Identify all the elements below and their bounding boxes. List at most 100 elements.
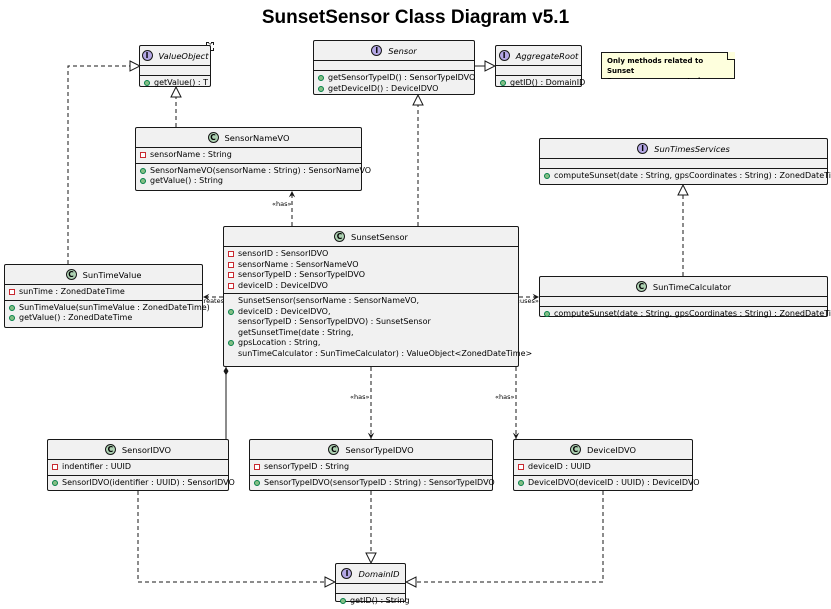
field-text: deviceID : DeviceIDVO: [238, 280, 328, 290]
private-visibility-icon: [228, 261, 234, 268]
note-line-1: Only methods related to Sunset: [607, 57, 704, 75]
class-icon: C: [635, 281, 647, 292]
public-visibility-icon: [544, 311, 550, 317]
method-row: sensorTypeID : SensorTypeIDVO) : SunsetS…: [228, 317, 514, 328]
field-row: sensorName : String: [140, 150, 357, 161]
method-text: computeSunset(date : String, gpsCoordina…: [554, 171, 831, 180]
fields-section: [540, 297, 827, 307]
methods-section: computeSunset(date : String, gpsCoordina…: [540, 169, 831, 184]
class-name: Sensor: [388, 45, 417, 56]
method-text: deviceID : DeviceIDVO,: [238, 306, 331, 316]
public-visibility-icon: [9, 315, 15, 321]
fields-section: sunTime : ZonedDateTime: [5, 285, 202, 301]
methods-section: DeviceIDVO(deviceID : UUID) : DeviceIDVO: [514, 476, 700, 491]
interface-icon: I: [341, 568, 353, 579]
public-visibility-icon: [500, 80, 506, 86]
methods-section: SunTimeValue(sunTimeValue : ZonedDateTim…: [5, 301, 210, 326]
field-row: deviceID : UUID: [518, 462, 688, 473]
method-text: computeSunset(date : String, gpsCoordina…: [554, 309, 831, 318]
method-text: getID() : DomainID: [510, 78, 586, 87]
public-visibility-icon: [340, 598, 346, 604]
methods-section: SensorNameVO(sensorName : String) : Sens…: [136, 164, 371, 189]
interface-icon: I: [371, 45, 383, 56]
method-row: computeSunset(date : String, gpsCoordina…: [544, 171, 831, 182]
class-icon: C: [104, 444, 116, 455]
method-text: getSunsetTime(date : String,: [238, 327, 354, 337]
method-text: SunsetSensor(sensorName : SensorNameVO,: [238, 296, 420, 305]
note-fold-corner: [727, 52, 735, 60]
methods-section: getValue() : T: [140, 76, 210, 91]
field-row: sensorTypeID : SensorTypeIDVO: [228, 270, 514, 281]
method-text: getDeviceID() : DeviceIDVO: [328, 83, 439, 93]
uses-label: «uses»: [516, 297, 539, 305]
indent-spacer: [228, 319, 234, 325]
class-name: SunsetSensor: [351, 231, 408, 242]
class-name: ValueObject: [158, 50, 209, 61]
method-text: sunTimeCalculator : SunTimeCalculator) :…: [238, 348, 533, 358]
class-icon: C: [569, 444, 581, 455]
class-icon: C: [65, 269, 77, 280]
has-label-device: «has»: [495, 393, 515, 401]
method-text: sensorTypeID : SensorTypeIDVO) : SunsetS…: [238, 317, 431, 326]
method-row: SensorTypeIDVO(sensorTypeID : String) : …: [254, 478, 495, 489]
private-visibility-icon: [254, 464, 260, 470]
methods-section: SensorIDVO(identifier : UUID) : SensorID…: [48, 476, 235, 491]
public-visibility-icon: [228, 340, 234, 346]
public-visibility-icon: [140, 178, 146, 184]
method-text: gpsLocation : String,: [238, 338, 321, 347]
class-deviceidvo: C DeviceIDVO deviceID : UUID DeviceIDVO(dev…: [513, 439, 700, 491]
has-label-sensorname: «has»: [272, 200, 292, 208]
method-row: SensorIDVO(identifier : UUID) : SensorID…: [52, 478, 235, 489]
class-name: SensorTypeIDVO: [345, 444, 414, 455]
public-visibility-icon: [228, 308, 234, 315]
method-row: deviceID : DeviceIDVO,: [228, 307, 514, 318]
has-label-sensortype: «has»: [350, 393, 370, 401]
class-header: I Sensor: [314, 41, 474, 61]
method-text: getValue() : ZonedDateTime: [19, 313, 133, 322]
realization-suntimevalue-valueobject: [67, 66, 140, 264]
private-visibility-icon: [518, 464, 524, 470]
method-row: sunTimeCalculator : SunTimeCalculator) :…: [228, 349, 532, 360]
class-header: C SensorTypeIDVO: [250, 440, 492, 460]
method-row: getValue() : String: [140, 176, 357, 187]
public-visibility-icon: [544, 173, 550, 179]
fields-section: [496, 66, 581, 76]
realization-deviceidvo-domainid: [406, 491, 604, 582]
methods-section: getID() : DomainID: [496, 76, 585, 91]
public-visibility-icon: [318, 85, 324, 92]
field-text: indentifier : UUID: [62, 462, 131, 471]
field-text: sensorName : String: [150, 150, 232, 159]
private-visibility-icon: [140, 152, 146, 158]
private-visibility-icon: [9, 289, 15, 295]
public-visibility-icon: [140, 167, 146, 174]
method-text: getID() : String: [350, 596, 410, 605]
method-row: DeviceIDVO(deviceID : UUID) : DeviceIDVO: [518, 478, 700, 489]
class-icon: C: [328, 444, 340, 455]
field-row: indentifier : UUID: [52, 462, 224, 473]
method-row: SunTimeValue(sunTimeValue : ZonedDateTim…: [9, 303, 210, 314]
method-text: getValue() : T: [154, 78, 209, 87]
class-name: DeviceIDVO: [586, 444, 637, 455]
method-row: getSunsetTime(date : String,: [228, 328, 514, 339]
method-row: computeSunset(date : String, gpsCoordina…: [544, 309, 831, 320]
private-visibility-icon: [228, 272, 234, 278]
method-row: getValue() : ZonedDateTime: [9, 313, 198, 324]
fields-section: [140, 66, 210, 76]
field-row: sunTime : ZonedDateTime: [9, 287, 198, 298]
class-icon: C: [207, 132, 219, 143]
